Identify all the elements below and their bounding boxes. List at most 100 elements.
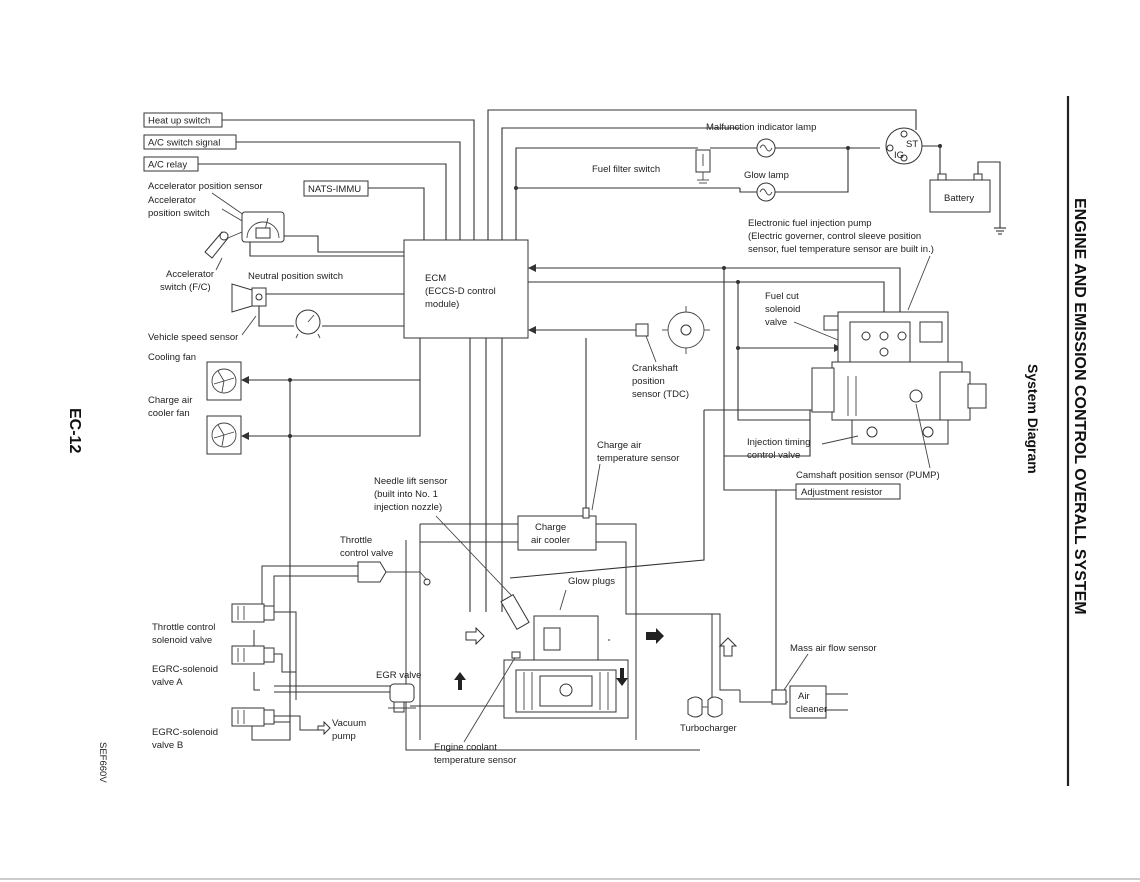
vacuum-pump-arrow <box>317 720 331 736</box>
node-7 <box>938 144 942 148</box>
ecm-label-2: (ECCS-D control <box>425 286 496 297</box>
ac-switch-line <box>236 141 461 240</box>
pump-to-nozzle-line <box>509 410 705 579</box>
battery-ground-line <box>977 161 1001 228</box>
apsw-line <box>249 242 404 257</box>
fuel-filter-switch-label: Fuel filter switch <box>592 164 660 175</box>
throttle-solenoid-label: Throttle control <box>152 622 215 633</box>
node-2 <box>288 434 292 438</box>
figure-code: SEF660V <box>97 742 108 783</box>
leader-efi <box>907 255 931 311</box>
egrc-b-label-2: valve B <box>152 740 183 751</box>
charge-air-temp-label: Charge air <box>597 440 641 451</box>
turbo-flow-arrow <box>718 637 738 657</box>
egr-valve-icon <box>388 683 416 713</box>
fuel-cut-label-3: valve <box>765 317 787 328</box>
adjustment-resistor-box <box>795 483 901 500</box>
cooling-fan-icon <box>206 361 242 401</box>
ignition-line <box>487 109 917 240</box>
crankshaft-label-2: position <box>632 376 665 387</box>
coolant-flow-arrow <box>454 672 466 690</box>
efi-pump-label-3: sensor, fuel temperature sensor are buil… <box>748 244 934 255</box>
throttle-valve-icon <box>357 561 431 586</box>
throttle-valve-label-2: control valve <box>340 548 393 559</box>
page-subtitle: System Diagram <box>1025 364 1041 474</box>
accelerator-switch-fc-label-2: switch (F/C) <box>160 282 211 293</box>
nats-line <box>368 187 425 240</box>
egr-valve-label: EGR valve <box>376 670 421 681</box>
throttle-valve-label: Throttle <box>340 535 372 546</box>
battery-icon <box>929 173 991 213</box>
pipe-3 <box>596 523 637 740</box>
leader-needle <box>435 515 513 597</box>
node-6 <box>514 186 518 190</box>
glow-lamp-label: Glow lamp <box>744 170 789 181</box>
egrc-solenoid-b-icon <box>231 707 275 727</box>
ac-relay-line <box>198 163 447 240</box>
maf-sensor-icon <box>771 689 787 705</box>
solenoid-pipe-3 <box>253 672 260 691</box>
charge-air-cooler-label-2: air cooler <box>531 535 570 546</box>
glow-right <box>775 148 849 193</box>
cooling-fan-label: Cooling fan <box>148 352 196 363</box>
node-4 <box>736 280 740 284</box>
vss-line <box>258 306 294 327</box>
crankshaft-label-3: sensor (TDC) <box>632 389 689 400</box>
vacuum-pipe-2 <box>251 721 291 741</box>
charge-air-cooler-fan-icon <box>206 415 242 455</box>
glow-lamp-icon <box>756 182 776 202</box>
accelerator-switch-fc-label: Accelerator <box>166 269 214 280</box>
engine-block-icon <box>500 589 629 719</box>
egrc-solenoid-a-icon <box>231 645 275 665</box>
cac-fan-line <box>247 380 421 437</box>
intake-flow-arrow <box>465 626 485 646</box>
accelerator-sensor-icon <box>241 211 285 243</box>
charge-air-cooler-fan-label-2: cooler fan <box>148 408 190 419</box>
pipe-4 <box>596 541 713 700</box>
solenoid-pipe-2 <box>274 653 296 673</box>
ecm-label-3: module) <box>425 299 459 310</box>
pump-line-4 <box>737 348 811 421</box>
ecm-pump-line-2 <box>528 281 885 316</box>
coolant-flow-arrow-2 <box>616 668 628 686</box>
speedometer-icon <box>295 309 321 339</box>
node-5 <box>736 346 740 350</box>
page-title: ENGINE AND EMISSION CONTROL OVERALL SYST… <box>1071 198 1088 615</box>
battery-label: Battery <box>944 193 974 204</box>
fuel-cut-label-2: solenoid <box>765 304 800 315</box>
vacuum-pipe-1 <box>274 715 318 731</box>
solenoid-pipe-1 <box>274 611 297 700</box>
heat-up-switch-label: Heat up switch <box>148 116 210 127</box>
ecm-box <box>403 239 529 339</box>
engine-coolant-label: Engine coolant <box>434 742 497 753</box>
leader-cat <box>591 463 601 511</box>
camshaft-sensor-label: Camshaft position sensor (PUMP) <box>796 470 940 481</box>
fuel-filter-switch-icon <box>695 149 711 184</box>
charge-air-cooler-label: Charge <box>535 522 566 533</box>
battery-line <box>922 145 941 178</box>
fuel-filter-line <box>515 147 698 240</box>
throttle-pipe-1 <box>261 565 358 606</box>
leader-crankshaft <box>645 335 657 363</box>
cac-fan-arrow <box>241 432 249 440</box>
accelerator-position-sensor-label: Accelerator position sensor <box>148 181 263 192</box>
glow-left <box>739 188 757 193</box>
ecm-pump-line-3 <box>724 267 901 316</box>
air-cleaner-label: Air <box>798 691 810 702</box>
air-cleaner-box <box>789 685 827 719</box>
crankshaft-label: Crankshaft <box>632 363 678 374</box>
vehicle-speed-sensor-label: Vehicle speed sensor <box>148 332 238 343</box>
pipe-8 <box>712 613 740 691</box>
accelerator-pedal-icon <box>204 231 243 259</box>
mil-line <box>501 127 740 240</box>
cooling-fan-line <box>247 338 421 381</box>
ac-switch-signal-label: A/C switch signal <box>148 138 220 149</box>
mil-label: Malfunction indicator lamp <box>706 122 816 133</box>
leader-vss <box>241 315 257 336</box>
leader-camshaft <box>915 403 931 469</box>
cat-sensor-icon <box>582 507 590 519</box>
exhaust-flow-arrow <box>646 628 664 644</box>
heat-up-line <box>222 119 475 240</box>
egrc-a-label: EGRC-solenoid <box>152 664 218 675</box>
